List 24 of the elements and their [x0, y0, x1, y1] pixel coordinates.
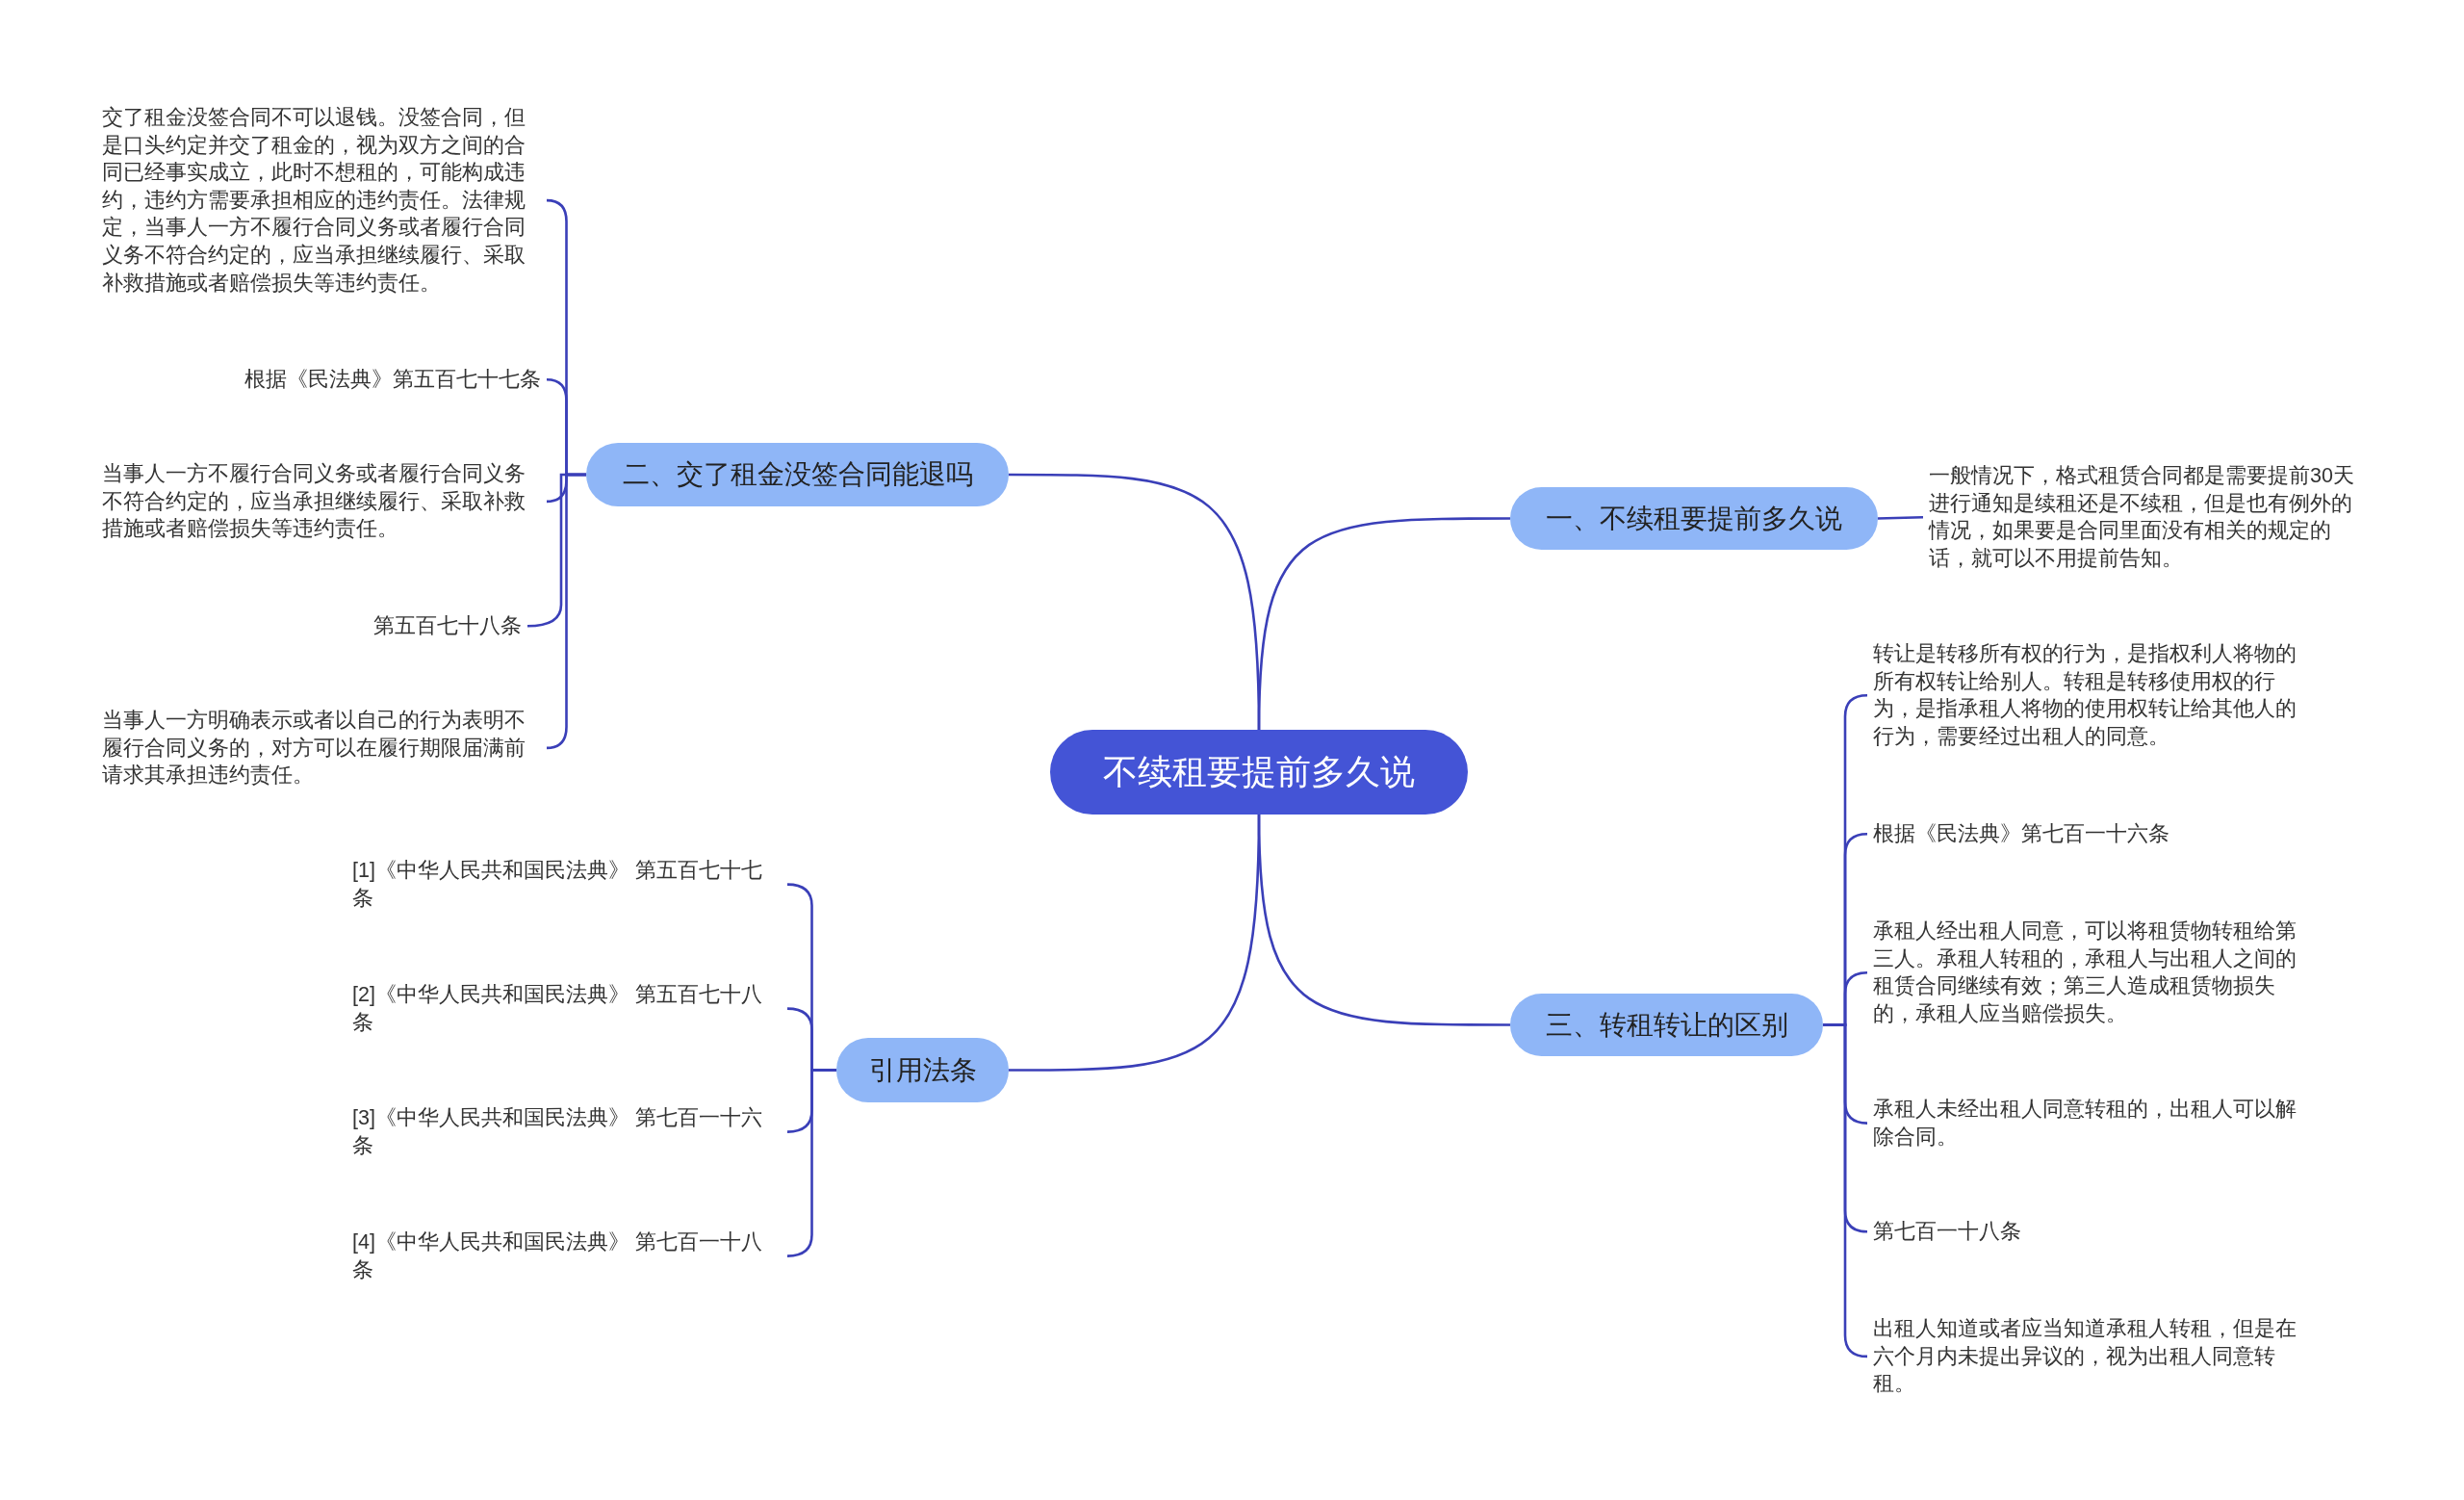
topic-text: 承租人未经出租人同意转租的，出租人可以解除合同。 [1867, 1096, 2320, 1151]
topic-text: 第五百七十八条 [289, 612, 527, 640]
branch-topic: 一、不续租要提前多久说 [1510, 487, 1878, 550]
topic-text: 承租人经出租人同意，可以将租赁物转租给第三人。承租人转租的，承租人与出租人之间的租赁合同继续有效；第三人造成租赁物损失的，承租人应当赔偿损失。 [1867, 918, 2320, 1028]
topic-text: [2]《中华人民共和国民法典》 第五百七十八条 [346, 981, 787, 1037]
branch-topic: 二、交了租金没签合同能退吗 [586, 443, 1009, 506]
branch-topic: 引用法条 [836, 1038, 1009, 1102]
topic-text: [4]《中华人民共和国民法典》 第七百一十八条 [346, 1228, 787, 1284]
topic-text: [3]《中华人民共和国民法典》 第七百一十六条 [346, 1104, 787, 1160]
topic-text: 一般情况下，格式租赁合同都是需要提前30天进行通知是续租还是不续租，但是也有例外的情况，如果要是合同里面没有相关的规定的话，就可以不用提前告知。 [1923, 462, 2375, 573]
branch-topic: 三、转租转让的区别 [1510, 994, 1823, 1056]
topic-text: 出租人知道或者应当知道承租人转租，但是在六个月内未提出异议的，视为出租人同意转租。 [1867, 1315, 2320, 1398]
topic-text: 当事人一方不履行合同义务或者履行合同义务不符合约定的，应当承担继续履行、采取补救措施或者赔偿损失等违约责任。 [96, 460, 547, 543]
connector-line [1009, 473, 1261, 731]
topic-text: 根据《民法典》第五百七十七条 [192, 366, 547, 394]
topic-text: 当事人一方明确表示或者以自己的行为表明不履行合同义务的，对方可以在履行期限届满前请求其承担违约责任。 [96, 707, 547, 789]
connector-line [1877, 515, 1924, 520]
connector-line [1009, 814, 1261, 1072]
topic-text: 根据《民法典》第七百一十六条 [1867, 820, 2320, 848]
topic-text: 交了租金没签合同不可以退钱。没签合同，但是口头约定并交了租金的，视为双方之间的合同已经事实成立，此时不想租的，可能构成违约，违约方需要承担相应的违约责任。法律规定，当事人一方不履行合同义务或者履行合同义务不符合约定的，应当承担继续履行、采取补救措施或者赔偿损失等违约责任。 [96, 104, 547, 297]
topic-text: 第七百一十八条 [1867, 1218, 2320, 1246]
central-topic: 不续租要提前多久说 [1050, 730, 1468, 815]
topic-text: 转让是转移所有权的行为，是指权利人将物的所有权转让给别人。转租是转移使用权的行为，是指承租人将物的使用权转让给其他人的行为，需要经过出租人的同意。 [1867, 640, 2320, 751]
topic-text: [1]《中华人民共和国民法典》 第五百七十七条 [346, 857, 787, 913]
